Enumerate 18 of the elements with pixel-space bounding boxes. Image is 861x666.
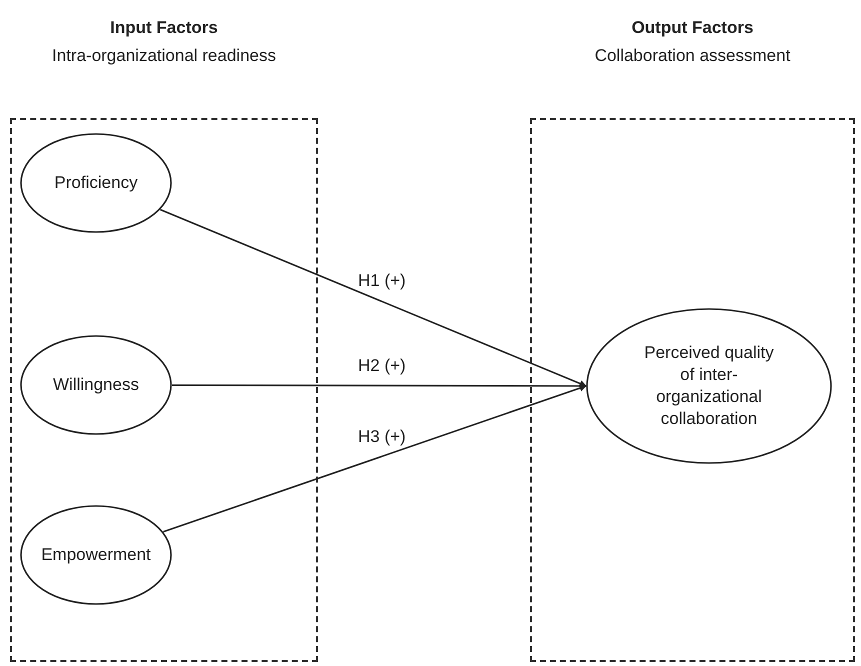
group-heading: Output Factors: [630, 17, 754, 39]
edge-label: H2 (+): [358, 356, 406, 376]
arrow: [163, 384, 587, 533]
arrow: [172, 382, 587, 390]
edge-label: H1 (+): [358, 270, 406, 291]
group-subheading: Collaboration assessment: [594, 45, 792, 67]
construct-ellipse: [20, 335, 172, 435]
construct-ellipse: [586, 308, 832, 464]
construct-label: Empowerment: [40, 544, 152, 566]
group-heading: Input Factors: [109, 17, 219, 39]
construct-ellipse: [20, 133, 172, 233]
construct-ellipse: [20, 505, 172, 605]
edge-label: H3 (+): [358, 427, 406, 448]
construct-label: Willingness: [52, 374, 140, 396]
group-subheading: Intra-organizational readiness: [51, 45, 277, 67]
arrow: [160, 208, 587, 387]
construct-label: Perceived quality of inter-organizational collaboration: [643, 342, 775, 430]
construct-label: Proficiency: [53, 172, 139, 194]
